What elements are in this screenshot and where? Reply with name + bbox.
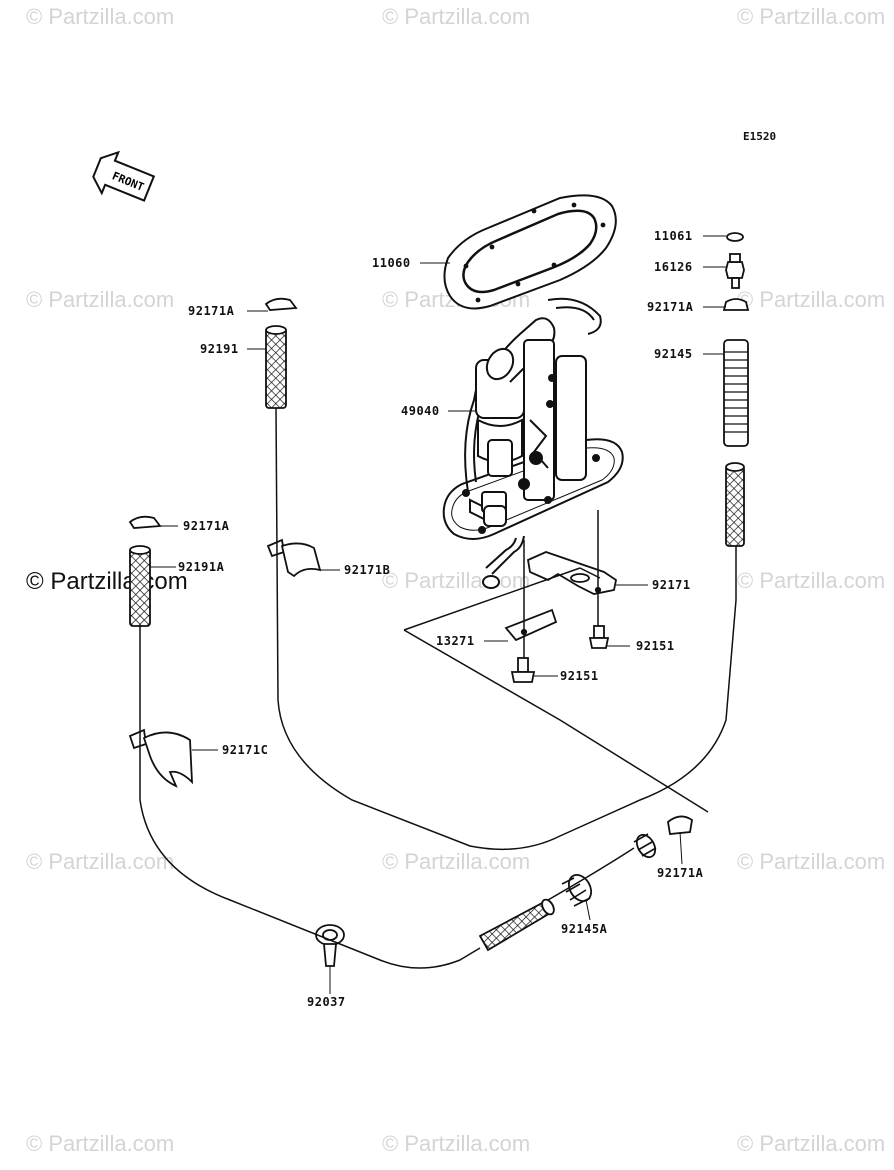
front-arrow-icon: FRONT	[92, 150, 156, 202]
watermark: © Partzilla.com	[382, 1131, 531, 1156]
part-label-92145[interactable]: 92145	[654, 347, 693, 361]
part-label-16126[interactable]: 16126	[654, 260, 693, 274]
watermark: © Partzilla.com	[26, 287, 175, 312]
bracket-13271	[504, 608, 558, 642]
watermark: © Partzilla.com	[382, 568, 531, 593]
part-label-11061[interactable]: 11061	[654, 229, 693, 243]
watermark: © Partzilla.com	[26, 849, 175, 874]
part-label-49040[interactable]: 49040	[401, 404, 440, 418]
part-label-92151[interactable]: 92151	[636, 639, 675, 653]
part-label-92171c[interactable]: 92171C	[222, 743, 269, 757]
watermark: © Partzilla.com	[26, 4, 175, 29]
part-label-92145a[interactable]: 92145A	[561, 922, 608, 936]
watermark: © Partzilla.com	[382, 849, 531, 874]
watermark-main: © Partzilla.com	[26, 568, 188, 595]
part-label-92171a[interactable]: 92171A	[657, 866, 704, 880]
hose-routing-lines	[139, 407, 737, 969]
part-label-92191[interactable]: 92191	[200, 342, 239, 356]
clamp-92171c	[128, 728, 194, 788]
part-label-92171a[interactable]: 92171A	[647, 300, 694, 314]
fuel-pump-assembly	[442, 297, 624, 589]
watermark: © Partzilla.com	[737, 287, 886, 312]
lower-hose-parts	[315, 815, 693, 967]
part-label-92191a[interactable]: 92191A	[178, 560, 225, 574]
fuel-tank-gasket	[443, 194, 617, 310]
part-label-92171[interactable]: 92171	[652, 578, 691, 592]
part-label-92171b[interactable]: 92171B	[344, 563, 391, 577]
part-label-13271[interactable]: 13271	[436, 634, 475, 648]
watermark: © Partzilla.com	[737, 568, 886, 593]
diagram-code: E1520	[743, 130, 777, 143]
part-label-92151[interactable]: 92151	[560, 669, 599, 683]
part-label-92037[interactable]: 92037	[307, 995, 346, 1009]
watermark: © Partzilla.com	[737, 849, 886, 874]
right-hose-parts	[722, 232, 750, 547]
part-label-92171a[interactable]: 92171A	[183, 519, 230, 533]
bracket-92171	[526, 551, 618, 595]
part-label-11060[interactable]: 11060	[372, 256, 411, 270]
watermark: © Partzilla.com	[737, 4, 886, 29]
watermark: © Partzilla.com	[382, 4, 531, 29]
watermark: © Partzilla.com	[737, 1131, 886, 1156]
leader-lines	[150, 235, 726, 994]
bolt-92151	[510, 625, 610, 683]
watermark: © Partzilla.com	[26, 1131, 175, 1156]
left-hose-parts	[128, 297, 298, 627]
part-label-92171a[interactable]: 92171A	[188, 304, 235, 318]
clamp-92171b	[266, 538, 322, 578]
